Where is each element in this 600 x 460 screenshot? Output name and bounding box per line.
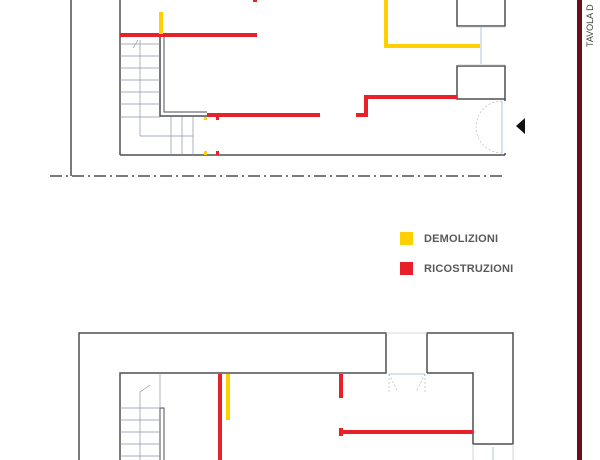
triangle-left-icon	[516, 118, 525, 134]
door-swing-bottom	[388, 373, 426, 393]
reconstructions-swatch	[400, 262, 413, 275]
walls-bottom	[78, 332, 514, 460]
upper-floor-plan	[50, 0, 525, 177]
legend-item-demolitions: DEMOLIZIONI	[400, 232, 498, 245]
demolitions-swatch	[400, 232, 413, 245]
stairs-top	[120, 39, 194, 155]
reconstructions-top	[120, 0, 457, 155]
sheet-title: TAVOLA D	[583, 2, 597, 62]
windows-top	[457, 26, 505, 153]
opening-bottom	[386, 332, 514, 460]
walls-top	[70, 0, 506, 176]
legend-label: DEMOLIZIONI	[424, 232, 499, 245]
legend-label: RICOSTRUZIONI	[424, 262, 514, 275]
demolitions-top	[159, 0, 480, 155]
door-swing-top	[475, 100, 503, 154]
lower-floor-plan	[78, 332, 514, 460]
sheet-title-text: TAVOLA D	[585, 4, 595, 47]
windows-bottom	[389, 373, 494, 460]
side-bar	[577, 0, 582, 460]
reconstructions-bottom	[218, 374, 473, 460]
legend-item-reconstructions: RICOSTRUZIONI	[400, 262, 513, 275]
stairs-bottom	[120, 373, 161, 460]
